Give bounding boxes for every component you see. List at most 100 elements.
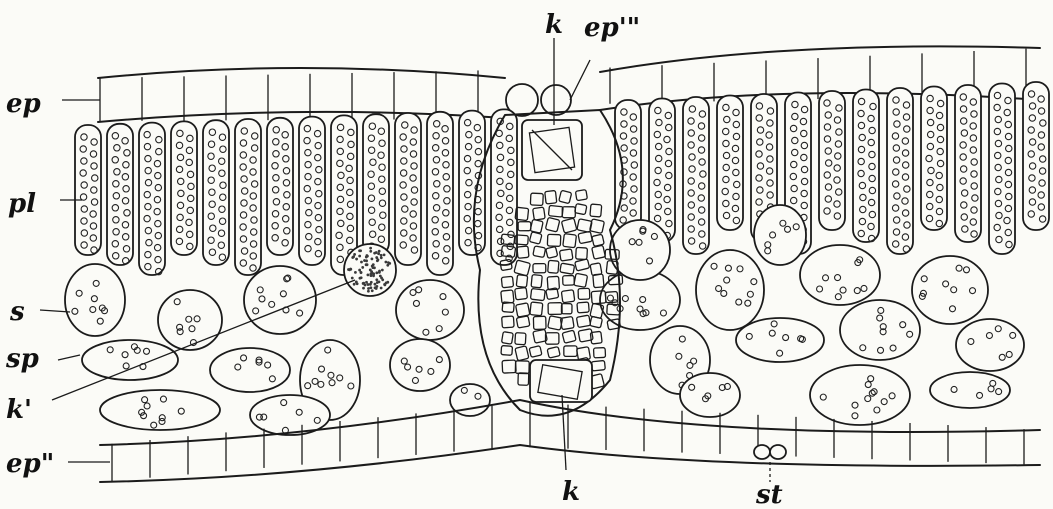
bundle-cell <box>547 234 560 246</box>
palisade-cell <box>819 91 845 230</box>
druse-speck <box>371 265 374 268</box>
bundle-cell <box>502 360 516 373</box>
druse-speck <box>354 271 357 274</box>
bundle-cell <box>561 218 577 233</box>
bundle-cell <box>517 246 529 258</box>
label-st: st <box>755 480 783 509</box>
spongy-cell <box>390 339 450 391</box>
druse-speck <box>369 250 372 253</box>
druse-speck <box>358 269 361 272</box>
bundle-cell <box>559 249 573 261</box>
bundle-cell <box>516 275 527 288</box>
druse-speck <box>360 271 363 274</box>
spongy-cell <box>736 318 824 362</box>
bundle-cell <box>530 219 543 233</box>
bundle-cell <box>548 260 559 273</box>
bundle-cell <box>530 193 543 205</box>
bundle-cell <box>545 217 559 232</box>
bundle-cell <box>563 276 575 286</box>
bundle-cell <box>561 304 572 314</box>
druse-speck <box>367 290 370 293</box>
bundle-cell <box>501 276 513 287</box>
spongy-cell <box>680 373 740 417</box>
spongy-cell <box>65 264 125 336</box>
druse-speck <box>383 283 386 286</box>
label-k-top: k <box>545 10 563 40</box>
label-ep-triple: ep'" <box>584 13 640 43</box>
druse-crystal-k-prime <box>344 244 396 296</box>
druse-speck <box>363 259 366 262</box>
bundle-cell <box>546 246 558 258</box>
bundle-cell <box>533 207 546 220</box>
druse-speck <box>374 283 377 286</box>
druse-speck <box>353 283 356 286</box>
bundle-cell <box>545 190 557 204</box>
druse-speck <box>360 276 363 279</box>
druse-speck <box>381 278 384 281</box>
bundle-cell <box>529 232 542 244</box>
druse-speck <box>367 287 370 290</box>
druse-speck <box>366 273 369 276</box>
druse-speck <box>370 281 373 284</box>
bundle-cell <box>575 204 587 215</box>
druse-speck <box>371 257 374 260</box>
bundle-cell <box>578 231 592 243</box>
bundle-cell <box>590 204 602 217</box>
bundle-cell <box>578 288 590 299</box>
bundle-cell <box>501 332 513 345</box>
spongy-cell <box>210 348 290 392</box>
druse-speck <box>380 256 383 259</box>
druse-speck <box>373 266 376 269</box>
bundle-cell <box>502 316 514 328</box>
spongy-cell <box>82 340 178 380</box>
druse-speck <box>374 286 377 289</box>
bundle-cell <box>594 348 606 358</box>
bundle-cell <box>514 260 531 276</box>
druse-speck <box>378 270 381 273</box>
spongy-cell <box>754 205 806 265</box>
bundle-cell <box>548 316 563 330</box>
bundle-cell <box>592 245 606 259</box>
druse-speck <box>366 255 369 258</box>
druse-speck <box>371 272 374 275</box>
bundle-cell <box>577 302 589 313</box>
bundle-cell <box>533 246 546 258</box>
bundle-cell <box>560 263 575 274</box>
epidermis-cell <box>541 85 571 115</box>
bundle-cell <box>515 333 526 345</box>
druse-speck <box>380 254 383 257</box>
druse-speck <box>377 258 380 261</box>
bundle-cell <box>561 290 574 303</box>
label-s: s <box>9 297 25 327</box>
bundle-cell <box>518 373 529 385</box>
bundle-cell <box>559 190 572 203</box>
druse-speck <box>377 252 380 255</box>
bundle-cell <box>575 259 590 271</box>
bundle-cell <box>576 315 590 327</box>
spongy-cell <box>840 300 920 360</box>
spongy-cell <box>158 290 222 350</box>
druse-speck <box>355 281 358 284</box>
druse-speck <box>369 247 372 250</box>
bundle-cell <box>562 207 575 218</box>
druse-speck <box>378 250 381 253</box>
bundle-cell <box>576 247 588 259</box>
druse-speck <box>384 261 387 264</box>
druse-speck <box>371 289 374 292</box>
druse-speck <box>386 281 389 284</box>
bundle-cell <box>533 264 546 273</box>
palisade-cell <box>107 124 133 265</box>
spongy-cell <box>956 319 1024 371</box>
bundle-cell <box>515 287 528 299</box>
bundle-cell <box>515 361 529 374</box>
spongy-cell <box>696 250 764 330</box>
bundle-cell <box>501 346 513 356</box>
spongy-cell <box>930 372 1010 408</box>
bundle-cell <box>574 273 588 287</box>
bundle-cell <box>548 205 563 217</box>
bundle-cell <box>591 360 605 370</box>
druse-speck <box>355 258 358 261</box>
bundle-cell <box>548 303 562 315</box>
druse-speck <box>383 253 386 256</box>
